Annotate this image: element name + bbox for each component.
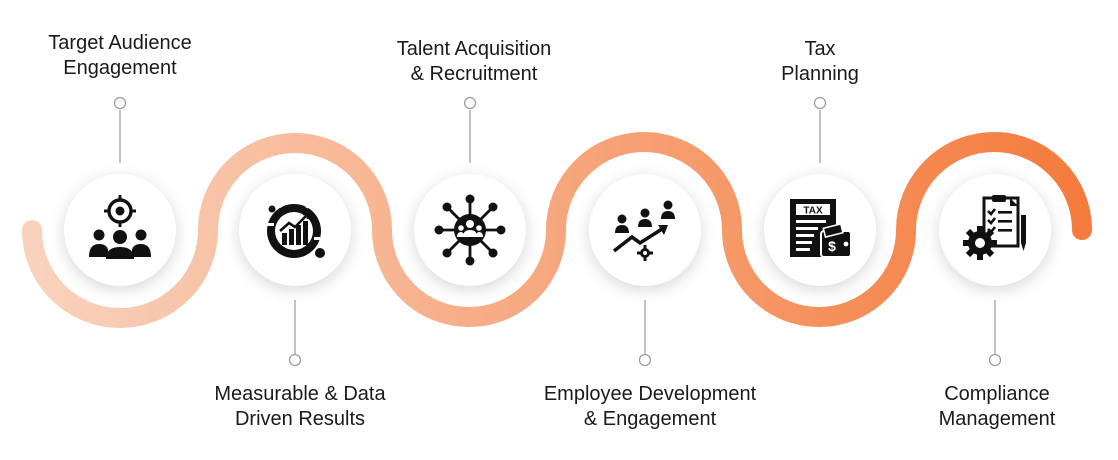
connector-3: [463, 96, 477, 163]
connector-2: [288, 300, 302, 367]
step-1-label: Target Audience Engagement: [0, 31, 250, 81]
step-5-title-line2: Planning: [781, 63, 859, 85]
step-6-title-line1: Compliance: [944, 383, 1050, 405]
step-4-icon-circle: [589, 174, 701, 286]
step-3-icon-circle: [414, 174, 526, 286]
step-3-title-line1: Talent Acquisition: [396, 38, 552, 60]
tax-document-icon: TAX $: [790, 199, 852, 258]
step-5-title-line1: Tax: [804, 38, 836, 60]
step-6-label: Compliance Management: [867, 382, 1118, 432]
step-6-icon-circle: [939, 174, 1051, 286]
connector-1: [113, 96, 127, 163]
step-1-title-line1: Target Audience: [48, 32, 192, 54]
step-4-title-line2: & Engagement: [583, 408, 717, 430]
step-5-label: Tax Planning: [690, 37, 950, 87]
step-3-label: Talent Acquisition & Recruitment: [344, 37, 604, 87]
step-2-title-line1: Measurable & Data: [214, 383, 386, 405]
wave-path: [22, 132, 1092, 328]
step-2-title-line2: Driven Results: [234, 408, 366, 430]
talent-network-icon: [434, 194, 506, 266]
step-4-label: Employee Development & Engagement: [520, 382, 780, 432]
step-4-title-line1: Employee Development: [543, 383, 757, 405]
connector-4: [638, 300, 652, 367]
step-6-title-line2: Management: [938, 408, 1056, 430]
connector-6: [988, 300, 1002, 367]
step-1-icon-circle: [64, 174, 176, 286]
analytics-chart-icon: [266, 199, 325, 258]
svg-text:TAX: TAX: [803, 206, 823, 217]
step-2-label: Measurable & Data Driven Results: [170, 382, 430, 432]
connector-5: [813, 96, 827, 163]
employee-growth-icon: [612, 200, 675, 261]
step-5-icon-circle: TAX $: [764, 174, 876, 286]
step-1-title-line2: Engagement: [63, 57, 177, 79]
step-3-title-line2: & Recruitment: [410, 63, 538, 85]
step-2-icon-circle: [239, 174, 351, 286]
compliance-checklist-icon: [963, 195, 1026, 260]
svg-text:$: $: [828, 238, 836, 254]
target-audience-icon: [89, 195, 151, 259]
